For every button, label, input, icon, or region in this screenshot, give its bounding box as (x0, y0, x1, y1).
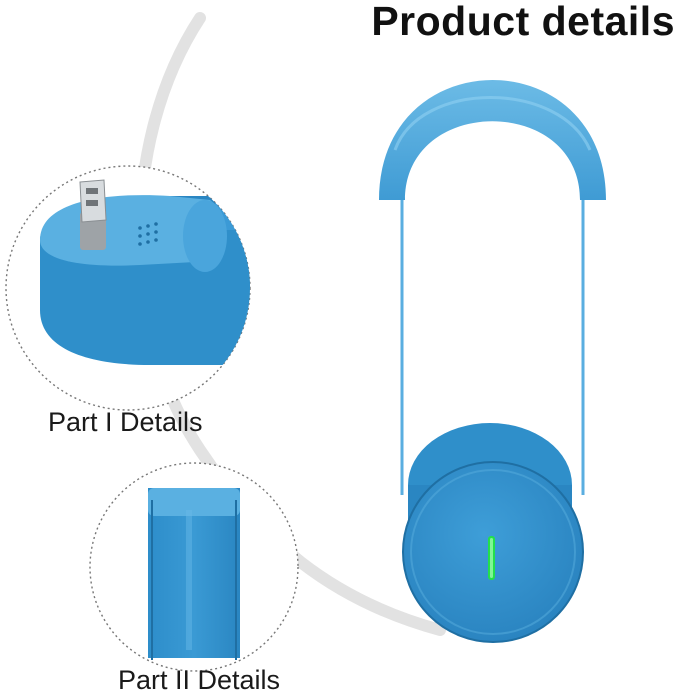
part-one-caption: Part I Details (48, 407, 203, 437)
main-product (379, 80, 606, 643)
part-one-detail (5, 165, 251, 411)
usb-plug-icon (79, 179, 107, 250)
part-two-detail (89, 462, 299, 672)
vent-holes (138, 222, 158, 246)
background-arc (134, 12, 446, 636)
page-title: Product details (371, 0, 675, 44)
part-two-caption: Part II Details (118, 665, 281, 695)
